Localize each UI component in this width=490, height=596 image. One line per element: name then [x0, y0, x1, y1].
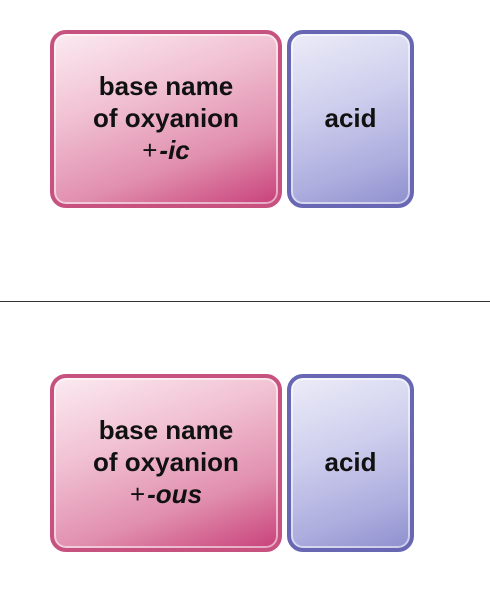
bottom-base-name-text: base name of oxyanion +-ous: [93, 415, 239, 510]
bottom-naming-row: base name of oxyanion +-ous acid: [0, 374, 490, 554]
bottom-base-name-box: base name of oxyanion +-ous: [50, 374, 282, 552]
bottom-suffix-line: +-ous: [93, 479, 239, 511]
top-base-name-box: base name of oxyanion +-ic: [50, 30, 282, 208]
top-base-name-line1: base name: [98, 71, 234, 102]
bottom-suffix: -ous: [147, 478, 203, 509]
top-base-name-text: base name of oxyanion +-ic: [93, 71, 239, 166]
top-plus-sign: +: [142, 134, 158, 165]
row-divider: [0, 301, 490, 302]
top-acid-label: acid: [324, 103, 377, 134]
bottom-base-name-line2: of oxyanion: [93, 447, 239, 478]
top-suffix-line: +-ic: [93, 135, 239, 167]
bottom-base-name-line1: base name: [98, 415, 234, 446]
top-base-name-line2: of oxyanion: [93, 103, 239, 134]
top-suffix: -ic: [159, 134, 190, 165]
bottom-acid-box: acid: [287, 374, 414, 552]
top-acid-box: acid: [287, 30, 414, 208]
bottom-plus-sign: +: [129, 478, 146, 509]
bottom-acid-label: acid: [324, 447, 377, 478]
top-naming-row: base name of oxyanion +-ic acid: [0, 30, 490, 210]
